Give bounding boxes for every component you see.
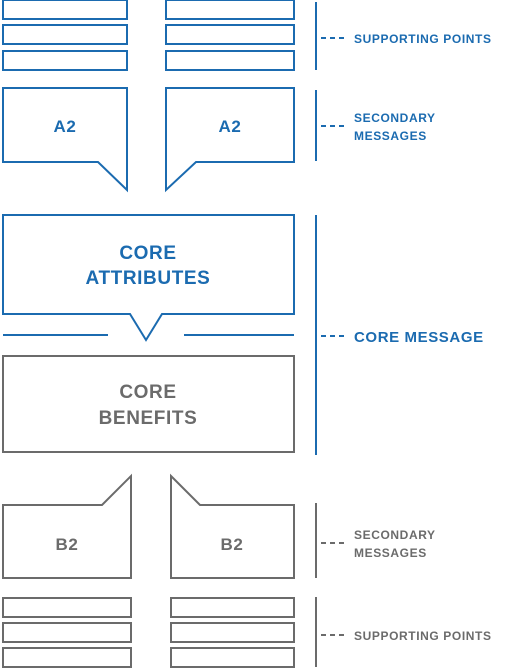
top-secondary-group <box>2 87 348 193</box>
top-left-support-bar-1 <box>2 0 128 20</box>
bottom-secondary-label-line2: MESSAGES <box>354 546 427 560</box>
bubble-a2-right-label: A2 <box>219 117 242 136</box>
bottom-supporting-points-label: SUPPORTING POINTS <box>354 629 492 643</box>
top-secondary-label-line2: MESSAGES <box>354 129 427 143</box>
bubble-b2-left <box>2 473 132 579</box>
bottom-right-support-bar-3 <box>170 647 295 668</box>
top-supporting-points-group <box>2 0 348 71</box>
top-right-support-bar-1 <box>165 0 295 20</box>
top-secondary-label-line1: SECONDARY <box>354 111 436 125</box>
core-attributes-line1: CORE <box>119 243 176 264</box>
bubble-a2-left <box>2 87 128 193</box>
bottom-left-support-bar-2 <box>2 622 132 643</box>
bubble-b2-right-label: B2 <box>221 535 244 554</box>
bottom-right-support-bar-1 <box>170 597 295 618</box>
bottom-secondary-group <box>2 473 348 579</box>
bottom-secondary-label-line1: SECONDARY <box>354 528 436 542</box>
core-benefits-box <box>2 355 295 453</box>
core-message-label: CORE MESSAGE <box>354 329 484 346</box>
bubble-b2-left-label: B2 <box>56 535 79 554</box>
core-benefits-line1: CORE <box>119 382 176 403</box>
bottom-left-support-bar-1 <box>2 597 132 618</box>
bubble-a2-left-label: A2 <box>54 117 77 136</box>
core-benefits-line2: BENEFITS <box>99 408 198 429</box>
bottom-supporting-points-group <box>2 597 348 668</box>
bottom-left-support-bar-3 <box>2 647 132 668</box>
core-attributes-box <box>2 214 295 342</box>
bubble-b2-right <box>170 473 295 579</box>
top-supporting-points-label: SUPPORTING POINTS <box>354 32 492 46</box>
bubble-a2-right <box>165 87 295 193</box>
top-right-support-bar-3 <box>165 50 295 71</box>
top-right-support-bar-2 <box>165 24 295 45</box>
core-attributes-group <box>2 214 348 455</box>
bottom-right-support-bar-2 <box>170 622 295 643</box>
top-left-support-bar-2 <box>2 24 128 45</box>
top-left-support-bar-3 <box>2 50 128 71</box>
core-attributes-line2: ATTRIBUTES <box>86 268 211 289</box>
